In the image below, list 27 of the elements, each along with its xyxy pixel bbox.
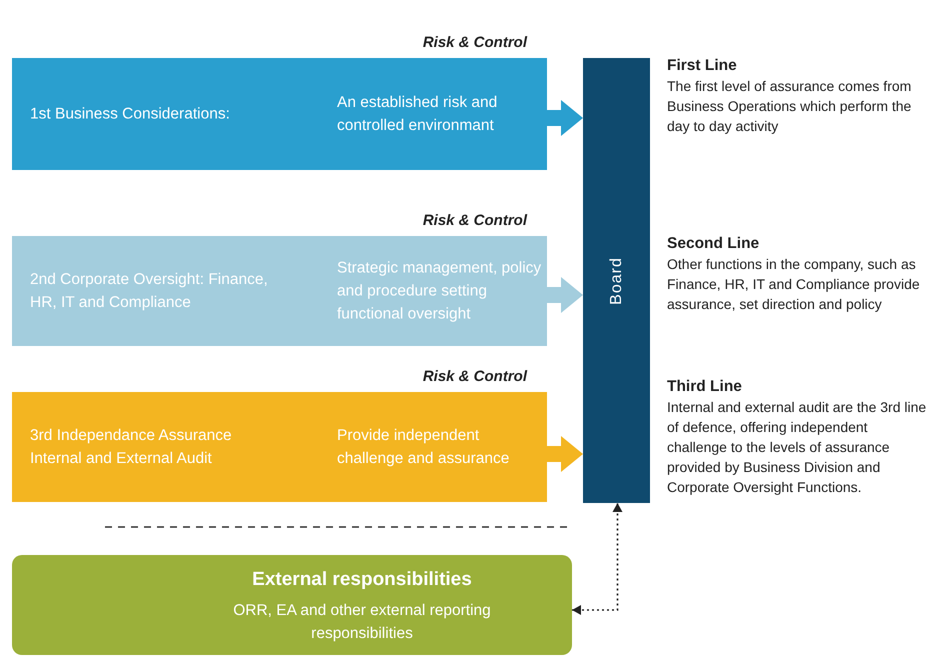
band-description: An established risk and controlled environmant: [337, 93, 498, 136]
band-arrow: [547, 277, 583, 313]
line-heading: Second Line: [667, 234, 760, 254]
risk-control-label: Risk & Control: [422, 212, 527, 229]
process-band: [12, 236, 547, 346]
process-band: [12, 392, 547, 502]
line-heading: First Line: [667, 56, 738, 76]
risk-control-label: Risk & Control: [422, 34, 527, 51]
band-description: Provide independent challenge and assurance: [337, 426, 510, 469]
band-title: 3rd Independance Assurance Internal and External Audit: [30, 426, 233, 469]
line-heading: Third Line: [667, 377, 743, 397]
responsibility-box: [12, 555, 572, 655]
line-description: Internal and external audit are the 3rd line of defence, offering independent challenge to the levels of assurance provided by Business Division and Corporate Oversight Functions.: [667, 398, 928, 497]
band-arrow: [547, 436, 583, 472]
board-label: Board: [608, 256, 626, 304]
band-title: 1st Business Considerations:: [30, 104, 231, 124]
band-arrow: [547, 100, 583, 136]
dotted-arrow: [572, 503, 622, 615]
band-description: Strategic management, policy and procedure setting functional oversight: [337, 258, 542, 324]
risk-control-label: Risk & Control: [422, 368, 527, 385]
board-bar: [583, 58, 650, 503]
box-description: ORR, EA and other external reporting responsibilities: [232, 601, 492, 644]
process-band: [12, 58, 547, 170]
band-title: 2nd Corporate Oversight: Finance, HR, IT and Compliance: [30, 270, 269, 313]
line-description: The first level of assurance comes from Business Operations which perform the day to day activity: [667, 77, 912, 136]
line-description: Other functions in the company, such as Finance, HR, IT and Compliance provide assurance, set direction and policy: [667, 255, 921, 314]
box-title: External responsibilities: [251, 569, 473, 591]
